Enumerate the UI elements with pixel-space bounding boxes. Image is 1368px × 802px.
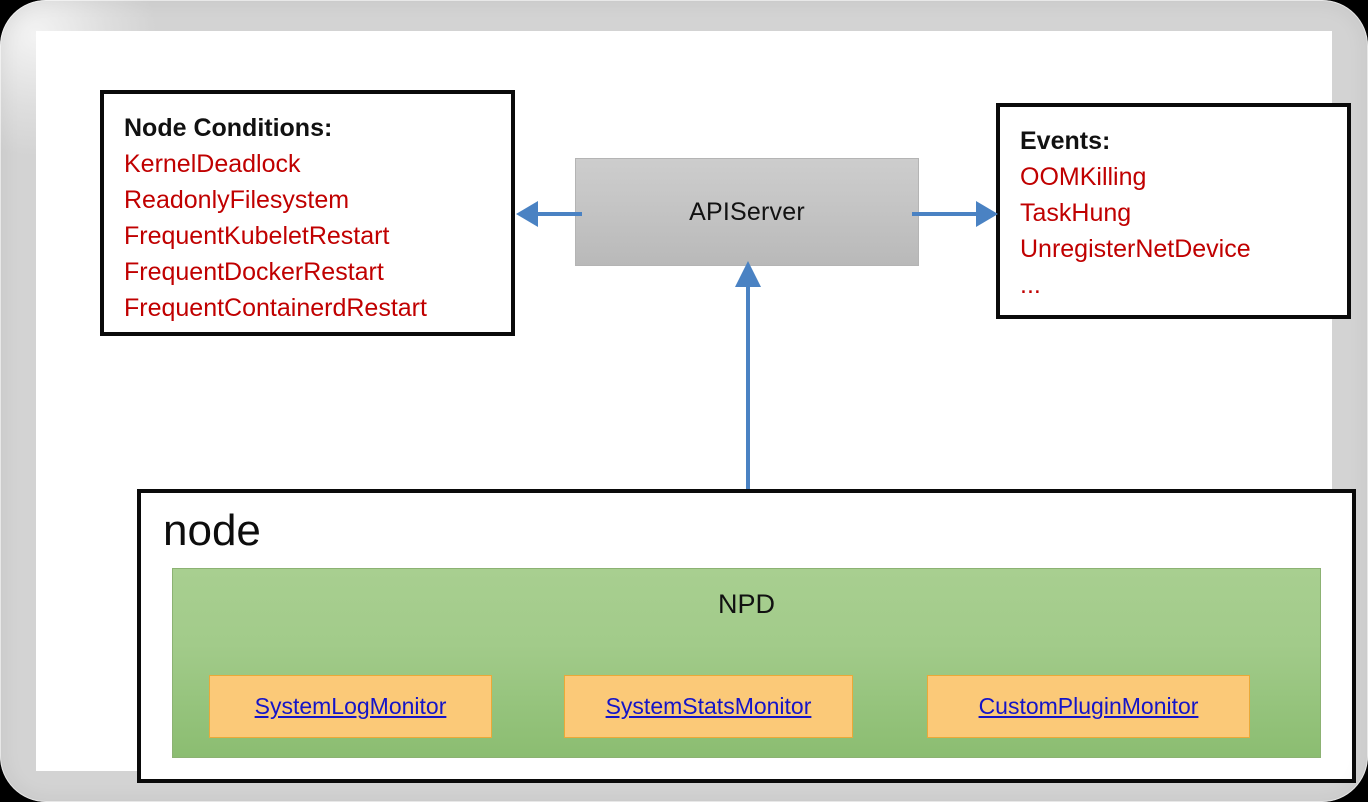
node-title: node — [163, 506, 261, 555]
plugin-box-system-stats-monitor[interactable]: SystemStatsMonitor — [564, 675, 853, 738]
npd-box: NPD SystemLogMonitor SystemStatsMonitor … — [172, 568, 1321, 758]
plugin-box-custom-plugin-monitor[interactable]: CustomPluginMonitor — [927, 675, 1250, 738]
node-condition-item: KernelDeadlock — [124, 150, 301, 178]
node-conditions-title: Node Conditions: — [124, 114, 333, 142]
arrow-apiserver-to-node-conditions-icon — [516, 201, 582, 227]
events-box: Events: OOMKilling TaskHung UnregisterNe… — [996, 103, 1351, 319]
slide-canvas: Node Conditions: KernelDeadlock Readonly… — [36, 31, 1356, 783]
node-condition-item: ReadonlyFilesystem — [124, 186, 350, 214]
node-condition-item: FrequentKubeletRestart — [124, 222, 390, 250]
node-conditions-box: Node Conditions: KernelDeadlock Readonly… — [100, 90, 515, 336]
plugin-label[interactable]: CustomPluginMonitor — [978, 693, 1199, 719]
arrow-apiserver-to-events-icon — [912, 201, 998, 227]
event-item: UnregisterNetDevice — [1020, 235, 1251, 263]
apiserver-box: APIServer — [575, 158, 919, 266]
npd-label: NPD — [717, 589, 775, 619]
apiserver-label: APIServer — [689, 197, 805, 226]
event-item: TaskHung — [1020, 199, 1132, 227]
events-title: Events: — [1020, 127, 1111, 155]
plugin-box-system-log-monitor[interactable]: SystemLogMonitor — [209, 675, 492, 738]
plugin-label[interactable]: SystemStatsMonitor — [605, 693, 812, 719]
node-condition-item: FrequentDockerRestart — [124, 258, 384, 286]
plugin-label[interactable]: SystemLogMonitor — [254, 693, 447, 719]
event-item-ellipsis: ... — [1020, 271, 1041, 299]
event-item: OOMKilling — [1020, 163, 1147, 191]
node-condition-item: FrequentContainerdRestart — [124, 294, 427, 322]
